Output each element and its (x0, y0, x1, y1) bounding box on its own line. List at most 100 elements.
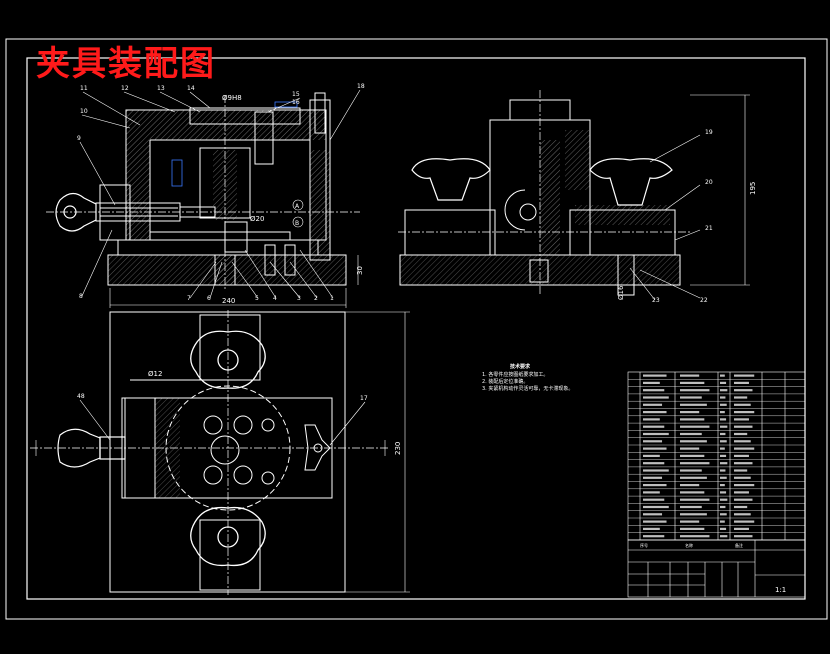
parts-cell-text (643, 418, 660, 421)
parts-cell-text (720, 454, 727, 457)
title-block-label-mid: 名称 (685, 542, 693, 548)
note-item: 3. 夹紧机构动作灵活可靠，无卡滞现象。 (482, 385, 573, 392)
parts-cell-text (734, 498, 753, 501)
parts-cell-text (643, 389, 665, 392)
parts-cell-text (734, 389, 753, 392)
callout-front-13: 13 (157, 85, 165, 92)
parts-cell-text (643, 462, 665, 465)
parts-cell-text (720, 491, 727, 494)
blue-annotations (171, 101, 298, 187)
title-block-label-right: 备注 (735, 542, 743, 548)
hand-knob-plan (57, 428, 126, 468)
callout-front-12: 12 (121, 85, 129, 92)
parts-cell-text (720, 447, 725, 450)
parts-cell-text (680, 447, 700, 450)
callout-side-19: 19 (705, 129, 713, 136)
parts-cell-text (720, 476, 727, 479)
drawing-title: 夹具装配图 (36, 44, 216, 84)
dim-fit-side: Ø16 (617, 285, 625, 300)
callout-side-23: 23 (652, 297, 660, 304)
parts-cell-text (643, 440, 663, 443)
parts-cell-text (720, 513, 727, 516)
parts-cell-text (680, 403, 707, 406)
parts-cell-text (680, 418, 705, 421)
parts-cell-text (680, 374, 700, 377)
parts-cell-text (734, 447, 755, 450)
parts-cell-text (734, 535, 753, 538)
parts-cell-text (720, 535, 728, 538)
parts-cell-text (734, 513, 751, 516)
parts-cell-text (734, 454, 749, 457)
section-mark-b: B (295, 220, 299, 227)
parts-cell-text (643, 403, 663, 406)
parts-cell-text (643, 498, 665, 501)
parts-cell-text (734, 403, 751, 406)
parts-cell-text (734, 476, 751, 479)
parts-cell-text (643, 513, 663, 516)
parts-cells (643, 374, 755, 538)
hand-knob-front (55, 192, 97, 232)
note-item: 2. 装配后定位准确。 (482, 378, 528, 385)
parts-cell-text (734, 491, 749, 494)
parts-cell-text (680, 469, 702, 472)
parts-cell-text (720, 381, 727, 384)
parts-cell-text (734, 520, 755, 523)
outer-border (5, 38, 828, 620)
parts-cell-text (680, 411, 700, 414)
callout-front-4: 4 (273, 295, 277, 302)
parts-cell-text (643, 374, 667, 377)
parts-cell-text (643, 484, 667, 487)
dim-plan-height: 230 (394, 442, 402, 455)
dim-front-width: 240 (222, 297, 235, 305)
parts-cell-text (720, 498, 728, 501)
parts-cell-text (680, 535, 710, 538)
callout-front-18: 18 (357, 83, 365, 90)
parts-cell-text (643, 491, 660, 494)
parts-cell-text (734, 425, 753, 428)
parts-cell-text (643, 505, 669, 509)
parts-cell-text (680, 389, 710, 392)
front-view (46, 92, 360, 290)
parts-rows (628, 379, 805, 541)
callout-front-3: 3 (297, 295, 301, 302)
star-knobs-plan (190, 330, 266, 567)
parts-cell-text (720, 440, 727, 443)
callout-side-20: 20 (705, 179, 713, 186)
parts-cell-text (680, 381, 705, 384)
parts-cell-text (734, 440, 751, 443)
parts-cell-text (720, 527, 727, 530)
parts-cell-text (680, 440, 707, 443)
dim-fit-top: Ø9H8 (222, 94, 242, 102)
parts-cell-text (680, 396, 702, 399)
parts-cell-text (734, 462, 753, 465)
parts-cell-text (720, 484, 725, 487)
plan-dimensions (35, 311, 410, 593)
parts-cell-text (680, 491, 705, 494)
technical-notes: 技术要求 1. 各零件应按图纸要求加工。 2. 装配后定位准确。 3. 夹紧机构… (482, 363, 573, 392)
parts-cell-text (734, 411, 755, 414)
dim-fit-mid: Ø20 (250, 215, 264, 223)
parts-cell-text (734, 381, 749, 384)
parts-cell-text (643, 396, 669, 399)
notes-heading: 技术要求 (510, 363, 531, 370)
callout-plan-17: 17 (360, 395, 368, 402)
callout-side-22: 22 (700, 297, 708, 304)
plan-view (30, 310, 390, 595)
callout-plan-48: 48 (77, 393, 85, 400)
callout-front-7: 7 (187, 295, 191, 302)
parts-cell-text (680, 462, 710, 465)
title-block-label-left: 序号 (640, 542, 648, 548)
side-knobs (411, 158, 673, 206)
section-markers: A B (295, 203, 300, 227)
parts-cell-text (643, 425, 665, 428)
parts-cell-text (643, 432, 669, 436)
callout-front-16: 16 (292, 99, 300, 106)
dim-fit-plan: Ø12 (148, 370, 162, 378)
parts-cell-text (680, 498, 710, 501)
callout-front-11: 11 (80, 85, 88, 92)
parts-cell-text (720, 403, 727, 406)
callout-front-6: 6 (207, 295, 211, 302)
parts-cell-text (734, 527, 749, 530)
callout-front-5: 5 (255, 295, 259, 302)
